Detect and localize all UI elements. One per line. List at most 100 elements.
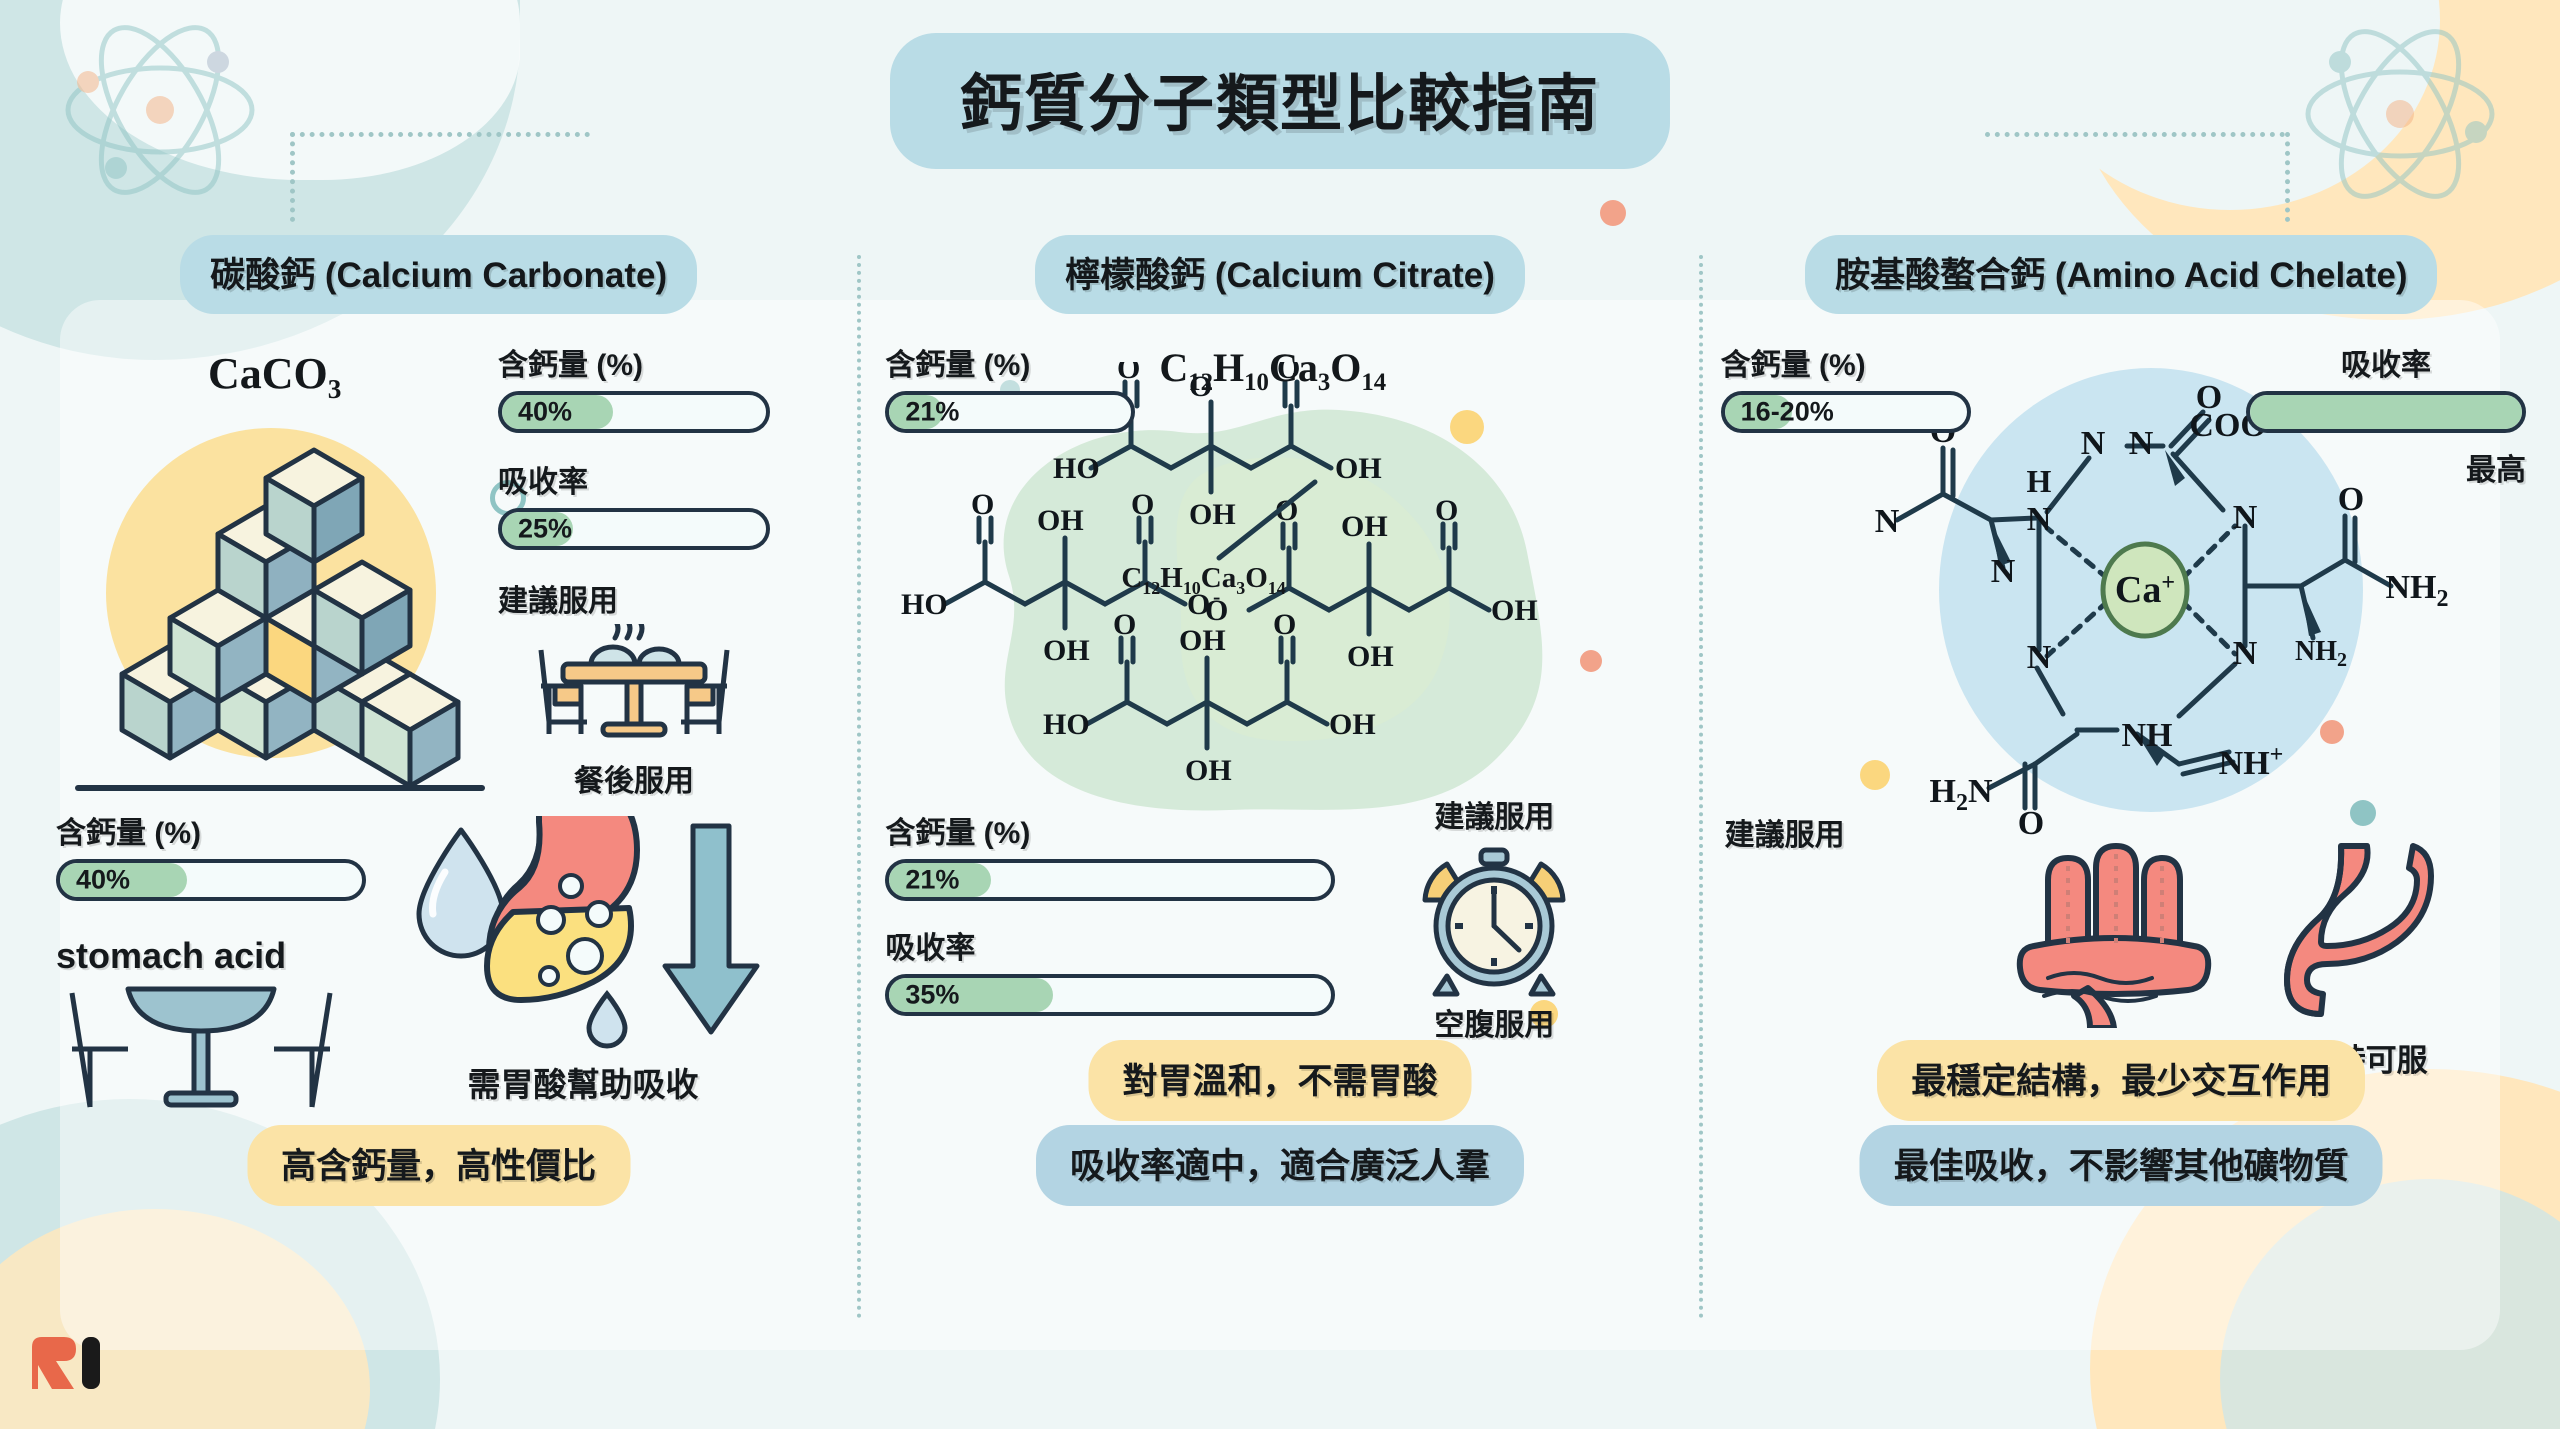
svg-text:O: O <box>1277 362 1300 385</box>
metric-bar: 25% <box>498 508 770 550</box>
citrate-molecule-illustration: HO O O O OH OH <box>899 362 1629 846</box>
svg-text:O: O <box>1131 488 1154 521</box>
svg-text:O: O <box>2337 481 2363 518</box>
svg-text:-: - <box>1213 584 1220 609</box>
metric-bar-fill <box>1724 395 1793 429</box>
column-header-amino-acid-chelate: 胺基酸螯合鈣 (Amino Acid Chelate) <box>1805 235 2438 314</box>
formula-sub: 10 <box>1182 577 1201 598</box>
dot-decoration <box>1860 760 1890 790</box>
dot-decoration <box>1450 410 1484 444</box>
svg-text:H: H <box>2026 463 2051 499</box>
dosage-label: 建議服用 <box>1434 801 1555 834</box>
brand-logo-icon <box>32 1337 100 1389</box>
svg-text:O: O <box>1435 494 1458 527</box>
column-divider-2 <box>1698 255 1703 1319</box>
formula-base: Ca <box>1268 345 1318 390</box>
column-calcium-carbonate: 碳酸鈣 (Calcium Carbonate) CaCO3 <box>28 235 849 1429</box>
svg-text:HO: HO <box>901 588 948 621</box>
metric-bar-value: 16-20% <box>1740 396 1834 427</box>
formula-sub: 3 <box>1236 577 1246 598</box>
svg-text:OH: OH <box>1185 754 1232 787</box>
absorption-label: 吸收率 <box>2340 349 2431 382</box>
metric-group-bottom: 含鈣量 (%) 21% 吸收率 35% <box>885 808 1336 1016</box>
formula-base: O <box>1245 562 1268 594</box>
metric-bar: 21% <box>885 391 1136 433</box>
svg-text:O: O <box>971 488 994 521</box>
citrate-unit-top: HO O O O OH OH <box>1053 362 1382 531</box>
svg-text:O: O <box>1117 362 1140 385</box>
formula-base: H <box>1160 562 1183 594</box>
formula-base: H <box>1213 345 1245 390</box>
formula-base: O <box>1330 345 1362 390</box>
metric-bar-value: 25% <box>518 513 573 544</box>
metric-block: 吸收率 25% <box>498 457 770 550</box>
column-calcium-citrate: 檸檬酸鈣 (Calcium Citrate) <box>869 235 1690 1429</box>
metric-label: 含鈣量 (%) <box>885 817 1031 850</box>
formula-sub: 3 <box>327 373 342 404</box>
summary-pill-text: 最佳吸收，不影響其他礦物質 <box>1859 1125 2383 1206</box>
formula-base: C <box>1121 562 1143 594</box>
dot-decoration <box>1530 1000 1558 1028</box>
svg-text:N: N <box>2232 499 2257 536</box>
svg-text:N: N <box>1990 553 2015 590</box>
svg-text:H2N: H2N <box>1929 773 1992 816</box>
metric-bar-fill <box>889 395 943 429</box>
metric-bar-value: 40% <box>76 864 131 895</box>
svg-text:NH2: NH2 <box>2385 569 2448 612</box>
title-connector-left <box>290 132 590 137</box>
highlight-pill-text: 最穩定結構，最少交互作用 <box>1877 1040 2366 1121</box>
svg-text:N: N <box>2232 635 2257 672</box>
dining-table-icon <box>538 624 730 738</box>
summary-pill-amino-acid-chelate: 最佳吸收，不影響其他礦物質 <box>1859 1125 2383 1206</box>
column-divider-1 <box>857 255 862 1319</box>
absorption-bar <box>2245 391 2526 433</box>
column-header-calcium-carbonate: 碳酸鈣 (Calcium Carbonate) <box>180 235 698 314</box>
title-connector-right-vertical <box>2285 132 2290 222</box>
page-title-text: 鈣質分子類型比較指南 <box>959 70 1601 139</box>
svg-text:N: N <box>1874 503 1899 540</box>
svg-text:OH: OH <box>1329 708 1376 741</box>
metric-bar-value: 21% <box>905 864 960 895</box>
column-header-calcium-citrate: 檸檬酸鈣 (Calcium Citrate) <box>1035 235 1525 314</box>
summary-pill-text: 高含鈣量，高性價比 <box>247 1125 631 1206</box>
cube-stack-illustration <box>70 400 490 800</box>
metric-bar: 21% <box>885 859 1336 901</box>
dot-decoration <box>1600 200 1626 226</box>
svg-text:N: N <box>2080 425 2105 462</box>
page-title: 鈣質分子類型比較指南 <box>889 33 1671 169</box>
metric-bar-fill <box>889 978 1053 1012</box>
svg-text:HO: HO <box>1053 452 1100 485</box>
absorption-group: 吸收率 最高 <box>2245 340 2526 489</box>
highlight-pill-amino-acid-chelate: 最穩定結構，最少交互作用 <box>1877 1040 2366 1121</box>
metric-label: 吸收率 <box>498 466 588 499</box>
dosage-caption: 餐後服用 <box>574 765 694 798</box>
formula-sub: 12 <box>1188 369 1214 396</box>
svg-text:O: O <box>1113 608 1136 641</box>
svg-text:O: O <box>1189 370 1212 403</box>
metric-group-top: 含鈣量 (%) 16-20% <box>1720 340 1971 433</box>
metric-label: 含鈣量 (%) <box>885 349 1031 382</box>
dosage-group-calcium-citrate: 建議服用 <box>1369 792 1619 1044</box>
column-body-calcium-citrate: HO O O O OH OH <box>869 340 1690 1429</box>
metric-label: 含鈣量 (%) <box>1720 349 1866 382</box>
metric-bar-fill <box>60 863 187 897</box>
atom-icon-right <box>2305 29 2495 199</box>
citrate-bond-line <box>1216 479 1318 561</box>
formula-caco3: CaCO3 <box>208 348 341 405</box>
metric-label: 吸收率 <box>885 932 976 965</box>
metric-bar: 16-20% <box>1720 391 1971 433</box>
dot-decoration <box>2320 720 2344 744</box>
citrate-unit-left: HO O O OH O - OH <box>901 488 1220 667</box>
formula-base: C <box>1159 345 1189 390</box>
summary-pill-calcium-citrate: 吸收率適中，適合廣泛人羣 <box>1035 1125 1524 1206</box>
metric-block: 含鈣量 (%) 40% <box>498 340 770 433</box>
metric-bar-fill <box>502 512 574 546</box>
stomach-acid-label: stomach acid <box>56 935 287 976</box>
metric-bar-fill <box>889 863 991 897</box>
highlight-pill-text: 對胃溫和，不需胃酸 <box>1088 1040 1472 1121</box>
svg-text:N: N <box>2026 639 2051 676</box>
absorption-caption: 最高 <box>2465 454 2526 487</box>
summary-pill-calcium-carbonate: 高含鈣量，高性價比 <box>247 1125 631 1206</box>
formula-calcium-citrate: C12H10Ca3O14 <box>1159 344 1386 397</box>
svg-text:O: O <box>1205 594 1228 627</box>
